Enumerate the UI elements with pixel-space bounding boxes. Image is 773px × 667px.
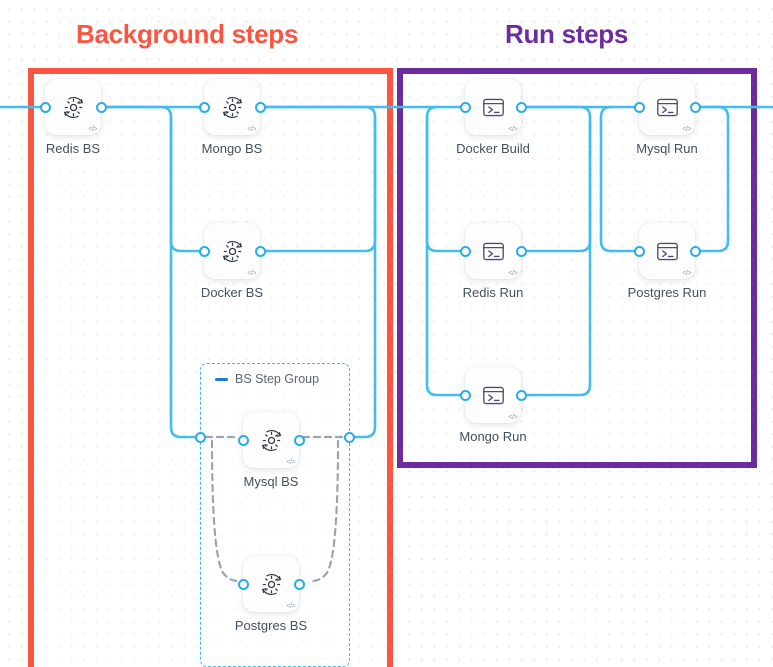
node-card[interactable]: </> xyxy=(465,79,521,135)
code-badge: </> xyxy=(508,126,517,133)
code-badge: </> xyxy=(508,414,517,421)
port-input[interactable] xyxy=(198,245,210,257)
port-input[interactable] xyxy=(459,245,471,257)
terminal-icon xyxy=(482,386,504,404)
bs-step-group-header[interactable]: BS Step Group xyxy=(215,372,319,386)
node-mysql-run[interactable]: </> Mysql Run xyxy=(633,79,701,156)
node-card[interactable]: </> xyxy=(204,79,260,135)
port-input[interactable] xyxy=(459,101,471,113)
step-group-port-output[interactable] xyxy=(344,431,355,443)
code-badge: </> xyxy=(682,126,691,133)
node-label: Mongo Run xyxy=(459,429,527,444)
code-badge: </> xyxy=(88,126,97,133)
node-label: Postgres BS xyxy=(234,618,308,633)
port-input[interactable] xyxy=(633,245,645,257)
node-mysql-bs[interactable]: </> Mysql BS xyxy=(237,412,305,489)
code-badge: </> xyxy=(247,126,256,133)
node-label: Redis Run xyxy=(462,285,524,300)
node-docker-bs[interactable]: </> Docker BS xyxy=(198,223,266,300)
port-output[interactable] xyxy=(515,245,527,257)
node-card[interactable]: </> xyxy=(243,412,299,468)
code-badge: </> xyxy=(286,459,295,466)
node-redis-bs[interactable]: </> Redis BS xyxy=(39,79,107,156)
port-output[interactable] xyxy=(254,101,266,113)
node-mongo-bs[interactable]: </> Mongo BS xyxy=(198,79,266,156)
node-label: Mysql Run xyxy=(636,141,698,156)
section-title-background-steps: Background steps xyxy=(76,19,299,49)
node-card[interactable]: </> xyxy=(639,79,695,135)
code-badge: </> xyxy=(508,270,517,277)
bs-step-group-label: BS Step Group xyxy=(235,372,320,386)
port-input[interactable] xyxy=(198,101,210,113)
port-output[interactable] xyxy=(689,245,701,257)
node-redis-run[interactable]: </> Redis Run xyxy=(459,223,527,300)
port-input[interactable] xyxy=(39,101,51,113)
minus-icon[interactable] xyxy=(215,377,228,381)
node-label: Mongo BS xyxy=(201,141,263,156)
port-output[interactable] xyxy=(515,101,527,113)
service-gear-icon xyxy=(261,429,281,451)
port-output[interactable] xyxy=(95,101,107,113)
node-postgres-run[interactable]: </> Postgres Run xyxy=(628,223,706,300)
terminal-icon xyxy=(482,98,504,116)
node-card[interactable]: </> xyxy=(465,223,521,279)
port-output[interactable] xyxy=(515,389,527,401)
service-gear-icon xyxy=(222,240,242,262)
port-output[interactable] xyxy=(254,245,266,257)
node-label: Docker BS xyxy=(200,285,264,300)
node-label: Redis BS xyxy=(45,141,101,156)
port-input[interactable] xyxy=(459,389,471,401)
node-postgres-bs[interactable]: </> Postgres BS xyxy=(235,556,307,633)
node-label: Mysql BS xyxy=(243,474,299,489)
service-gear-icon xyxy=(222,96,242,118)
code-badge: </> xyxy=(286,603,295,610)
service-gear-icon xyxy=(63,96,83,118)
terminal-icon xyxy=(482,242,504,260)
terminal-icon xyxy=(656,98,678,116)
terminal-icon xyxy=(656,242,678,260)
port-input[interactable] xyxy=(633,101,645,113)
node-card[interactable]: </> xyxy=(45,79,101,135)
port-output[interactable] xyxy=(293,578,305,590)
node-card[interactable]: </> xyxy=(465,367,521,423)
node-card[interactable]: </> xyxy=(639,223,695,279)
run-steps-frame xyxy=(397,68,757,468)
node-label: Postgres Run xyxy=(627,285,707,300)
step-group-port-input[interactable] xyxy=(195,431,206,443)
service-gear-icon xyxy=(261,573,281,595)
node-docker-build[interactable]: </> Docker Build xyxy=(456,79,530,156)
port-output[interactable] xyxy=(293,434,305,446)
port-output[interactable] xyxy=(689,101,701,113)
node-label: Docker Build xyxy=(456,141,530,156)
code-badge: </> xyxy=(247,270,256,277)
code-badge: </> xyxy=(682,270,691,277)
section-title-run-steps: Run steps xyxy=(505,19,628,49)
port-input[interactable] xyxy=(237,578,249,590)
node-card[interactable]: </> xyxy=(204,223,260,279)
node-card[interactable]: </> xyxy=(243,556,299,612)
node-mongo-run[interactable]: </> Mongo Run xyxy=(459,367,527,444)
port-input[interactable] xyxy=(237,434,249,446)
